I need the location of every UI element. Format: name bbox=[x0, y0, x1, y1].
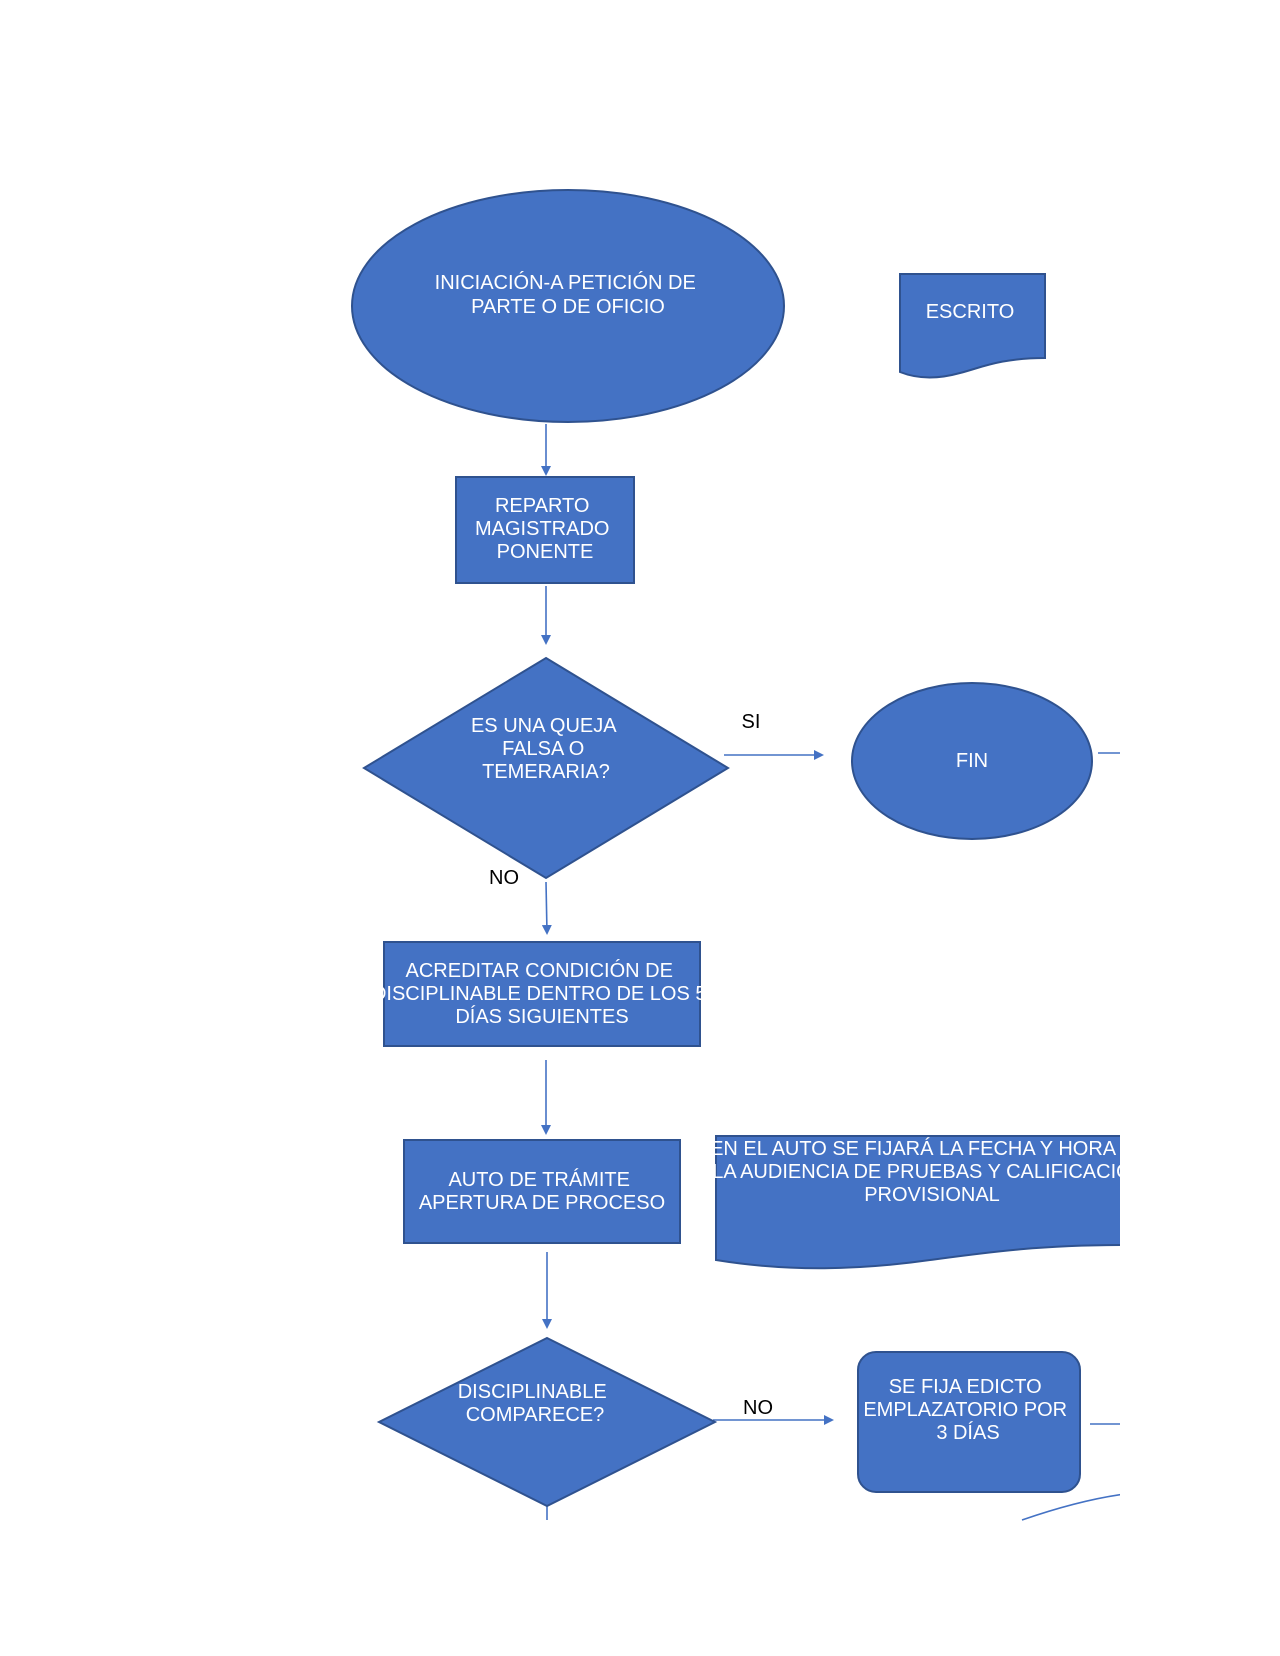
start-ellipse bbox=[351, 189, 785, 423]
edge-label-queja-no: NO bbox=[489, 867, 519, 889]
comparece-decision-diamond bbox=[376, 1336, 718, 1508]
acreditar-label: ACREDITAR CONDICIÓN DE DISCIPLINABLE DEN… bbox=[372, 959, 712, 1028]
auto-box bbox=[403, 1139, 681, 1244]
nota-auto-label: EN EL AUTO SE FIJARÁ LA FECHA Y HORA DE … bbox=[710, 1137, 1154, 1206]
reparto-label: REPARTO MAGISTRADO PONENTE bbox=[475, 495, 615, 563]
connector-queja-acreditar bbox=[541, 881, 552, 935]
acreditar-box bbox=[383, 941, 701, 1047]
edicto-label: SE FIJA EDICTO EMPLAZATORIO POR 3 DÍAS bbox=[863, 1376, 1072, 1444]
start-label: INICIACIÓN-A PETICIÓN DE PARTE O DE OFIC… bbox=[435, 271, 702, 318]
queja-decision-diamond bbox=[362, 656, 730, 880]
queja-label: ES UNA QUEJA FALSA O TEMERARIA? bbox=[471, 715, 621, 783]
comparece-label: DISCIPLINABLE COMPARECE? bbox=[458, 1381, 613, 1426]
fin-ellipse bbox=[851, 682, 1093, 840]
nota-auto-document-shape bbox=[715, 1135, 1120, 1270]
connector-curve-stub bbox=[1021, 1493, 1120, 1521]
edge-label-comparece-no: NO bbox=[743, 1397, 773, 1419]
edge-label-queja-si: SI bbox=[742, 711, 761, 733]
escrito-label: ESCRITO bbox=[926, 301, 1015, 323]
auto-label: AUTO DE TRÁMITE APERTURA DE PROCESO bbox=[419, 1168, 665, 1214]
reparto-box bbox=[455, 476, 635, 584]
edicto-box bbox=[857, 1351, 1081, 1493]
fin-label: FIN bbox=[956, 750, 988, 772]
escrito-document-shape bbox=[899, 273, 1046, 379]
